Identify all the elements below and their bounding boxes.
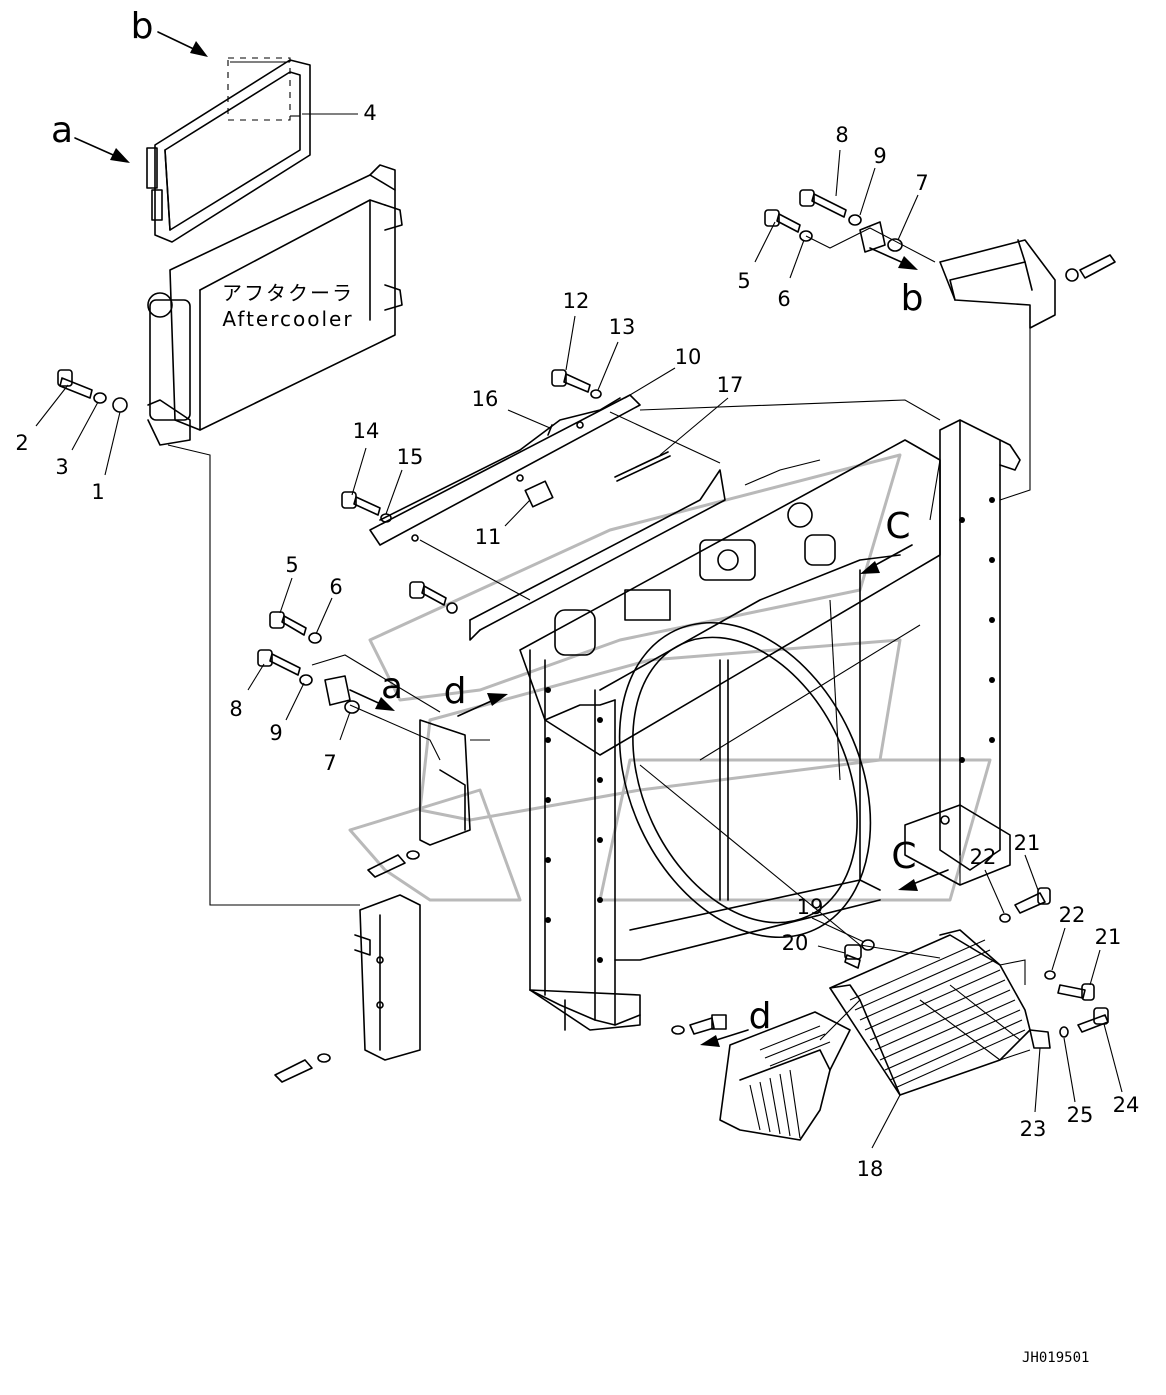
callout-25: 25: [1067, 1103, 1094, 1127]
callout-8-left: 8: [229, 697, 242, 721]
callout-4: 4: [363, 101, 376, 125]
view-letter-b-right: b: [901, 278, 924, 319]
view-letter-d-mid: d: [444, 671, 467, 712]
left-middle-bracket: [419, 719, 490, 846]
aftercooler-label-jp: アフタクーラ: [222, 281, 354, 305]
callout-3: 3: [55, 455, 68, 479]
callout-16: 16: [472, 387, 499, 411]
callout-17: 17: [717, 373, 744, 397]
callout-8-right: 8: [835, 123, 848, 147]
callout-leaders: [35, 113, 1123, 1149]
washer-3: [93, 392, 107, 404]
bolt-2: [59, 377, 93, 399]
part-4-seal-panel: [146, 57, 311, 243]
arrow-c-low: [898, 869, 949, 891]
fasteners: [57, 189, 1109, 1049]
view-letter-c-right: C: [885, 506, 910, 547]
callout-11: 11: [475, 525, 502, 549]
view-arrows: [74, 31, 949, 1047]
arrow-b-right: [869, 247, 918, 270]
leader-lines: [167, 61, 1031, 1061]
callout-14: 14: [353, 419, 380, 443]
callout-21-lower: 21: [1095, 925, 1122, 949]
callout-12: 12: [563, 289, 590, 313]
left-lower-bracket: [274, 850, 421, 1083]
callout-19: 19: [797, 895, 824, 919]
callout-15: 15: [397, 445, 424, 469]
callout-7-left: 7: [323, 751, 336, 775]
view-letter-c-low: C: [891, 836, 916, 877]
aftercooler-label-en: Aftercooler: [222, 307, 353, 331]
callout-6-left: 6: [329, 575, 342, 599]
callout-23: 23: [1020, 1117, 1047, 1141]
part-callouts: 4 8 9 7 5 6 12 13 10 16 17 2 3 1 14 15 1…: [15, 101, 1139, 1181]
view-letter-a-top: a: [51, 110, 73, 151]
aftercooler-text: アフタクーラ Aftercooler: [222, 281, 354, 331]
watermark-logo: [348, 453, 992, 902]
callout-2: 2: [15, 431, 28, 455]
view-letter-a-mid: a: [381, 666, 403, 707]
guard-louvers: [849, 939, 1026, 1089]
callout-7-right: 7: [915, 171, 928, 195]
arrow-a-mid: [349, 689, 395, 711]
callout-22-upper: 22: [970, 845, 997, 869]
arrow-d-mid: [457, 693, 508, 717]
callout-6-right: 6: [777, 287, 790, 311]
bolt-2-head: [57, 369, 73, 387]
frame-holes: [545, 687, 603, 963]
callout-5-right: 5: [737, 269, 750, 293]
callout-21-upper: 21: [1014, 831, 1041, 855]
view-letter-d-low: d: [749, 996, 772, 1037]
drawing-number: JH019501: [1022, 1350, 1089, 1366]
right-top-bracket: [939, 239, 1116, 501]
callout-24: 24: [1113, 1093, 1140, 1117]
lower-left-cover: [671, 1011, 851, 1141]
callout-5-left: 5: [285, 553, 298, 577]
cover-louvers: [749, 1025, 831, 1139]
top-stay-assembly: [369, 394, 726, 641]
washer-1: [112, 397, 128, 413]
right-bracket: [904, 419, 1021, 886]
callout-1: 1: [91, 480, 104, 504]
view-letter-b-top: b: [131, 6, 154, 47]
callout-13: 13: [609, 315, 636, 339]
callout-9-right: 9: [873, 144, 886, 168]
callout-22-lower: 22: [1059, 903, 1086, 927]
arrow-c-right: [860, 544, 913, 574]
callout-18: 18: [857, 1157, 884, 1181]
arrow-a-top: [74, 137, 130, 163]
arrow-d-low: [700, 1029, 749, 1047]
view-letter-labels: b a b a d C C d: [51, 6, 923, 1037]
part-18-guard: [829, 929, 1031, 1096]
callout-9-left: 9: [269, 721, 282, 745]
callout-20: 20: [782, 931, 809, 955]
radiator-frame: [519, 439, 941, 1031]
aftercooler-assembly: [147, 164, 403, 446]
arrow-b-top: [157, 31, 208, 57]
callout-10: 10: [675, 345, 702, 369]
